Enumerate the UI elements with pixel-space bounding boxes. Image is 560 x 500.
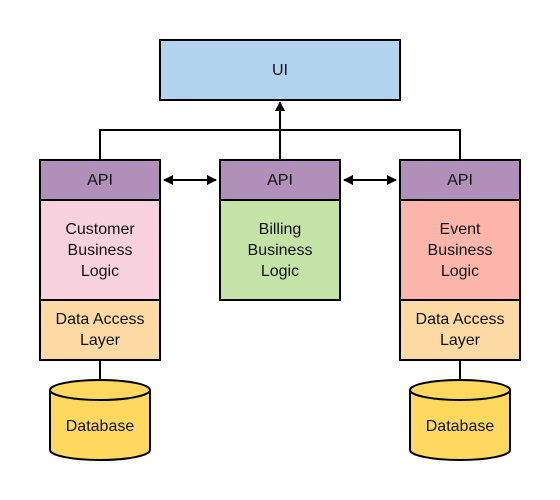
customer-logic-box: [39, 199, 161, 301]
billing-logic-box: [219, 199, 341, 301]
customer-api-box: [39, 159, 161, 201]
billing-api-box: [219, 159, 341, 201]
event-database-cylinder: [409, 379, 511, 461]
customer-database-cylinder: [49, 379, 151, 461]
ui-box: [159, 39, 401, 101]
event-dal-box: [399, 299, 521, 361]
event-api-box: [399, 159, 521, 201]
event-logic-box: [399, 199, 521, 301]
customer-dal-box: [39, 299, 161, 361]
